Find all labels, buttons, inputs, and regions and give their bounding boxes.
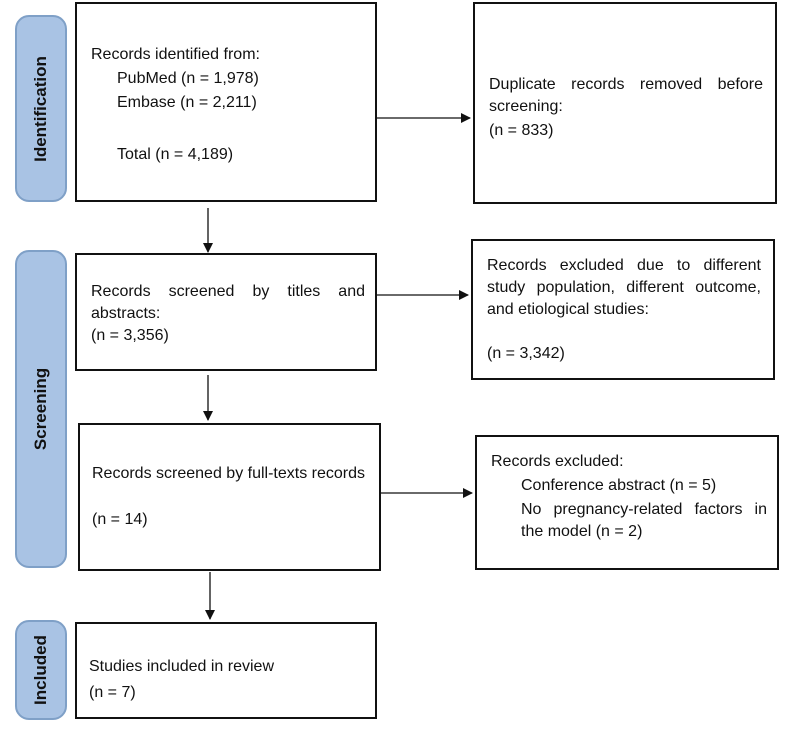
records-identified-heading: Records identified from: xyxy=(91,46,260,63)
included-count: (n = 7) xyxy=(89,684,136,701)
screened-fulltext-box: Records screened by full-texts records (… xyxy=(78,423,381,571)
duplicates-removed-text: Duplicate records removed before screeni… xyxy=(489,76,763,115)
duplicates-removed-count: (n = 833) xyxy=(489,122,554,139)
screened-titles-box: Records screened by titles and abstracts… xyxy=(75,253,377,371)
excluded-titles-text: Records excluded due to different study … xyxy=(487,257,761,318)
stage-included: Included xyxy=(15,620,67,720)
screened-fulltext-count: (n = 14) xyxy=(92,511,148,528)
excluded-titles-box: Records excluded due to different study … xyxy=(471,239,775,380)
stage-identification: Identification xyxy=(15,15,67,202)
stage-screening: Screening xyxy=(15,250,67,568)
total-count: Total (n = 4,189) xyxy=(117,146,234,163)
screened-titles-text: Records screened by titles and abstracts… xyxy=(91,283,365,322)
excluded-titles-count: (n = 3,342) xyxy=(487,345,565,362)
excluded-fulltext-heading: Records excluded: xyxy=(491,453,624,470)
duplicates-removed-box: Duplicate records removed before screeni… xyxy=(473,2,777,204)
excluded-reason-no-pregnancy-factors: No pregnancy-related factors in the mode… xyxy=(521,501,767,540)
included-box: Studies included in review (n = 7) xyxy=(75,622,377,719)
excluded-reason-conference: Conference abstract (n = 5) xyxy=(521,477,717,494)
screened-fulltext-text: Records screened by full-texts records xyxy=(92,465,365,482)
screened-titles-count: (n = 3,356) xyxy=(91,327,169,344)
excluded-fulltext-box: Records excluded: Conference abstract (n… xyxy=(475,435,779,570)
pubmed-count: PubMed (n = 1,978) xyxy=(117,70,259,87)
records-identified-box: Records identified from: PubMed (n = 1,9… xyxy=(75,2,377,202)
included-text: Studies included in review xyxy=(89,658,274,675)
embase-count: Embase (n = 2,211) xyxy=(117,94,257,111)
